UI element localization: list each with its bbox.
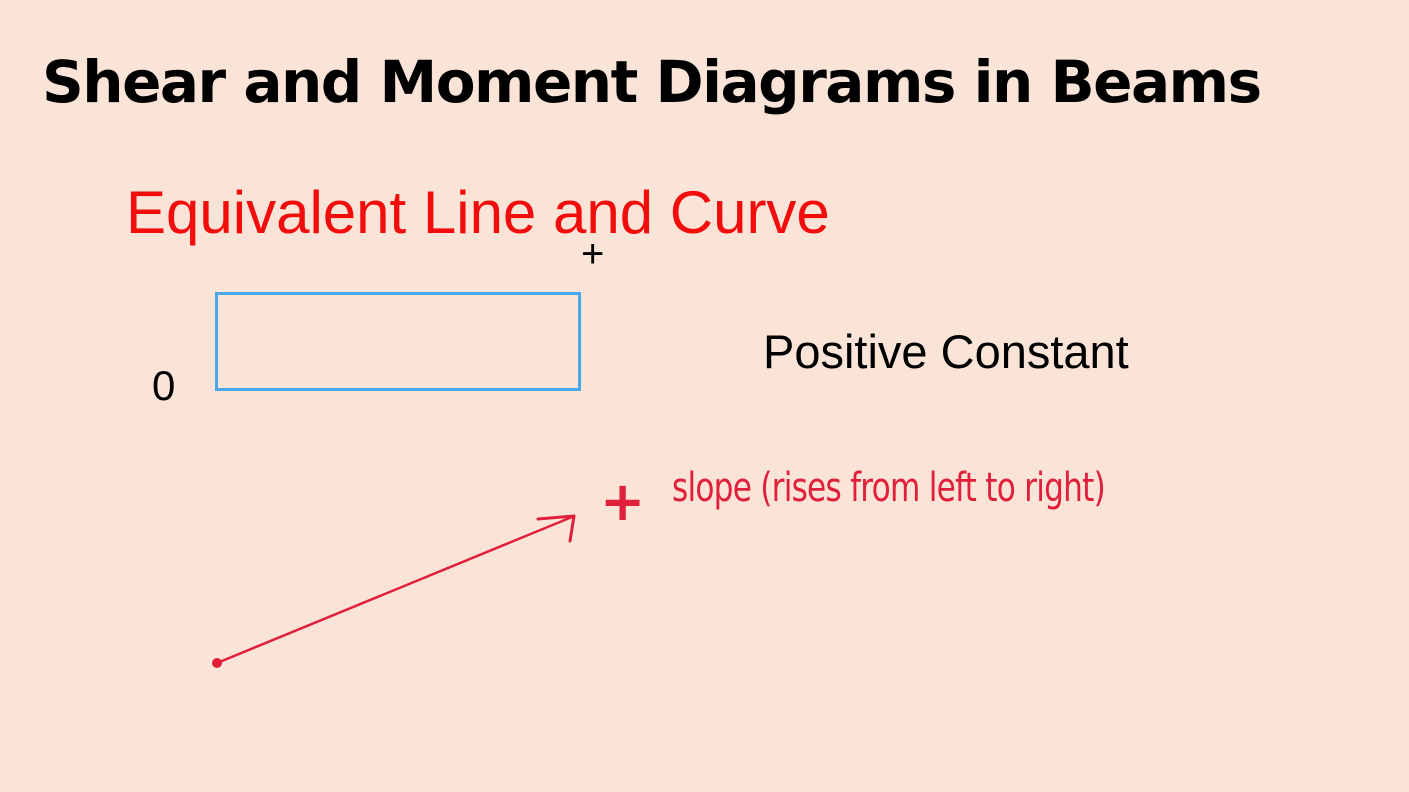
moment-start-point xyxy=(212,658,222,668)
shear-description: Positive Constant xyxy=(763,325,1129,378)
moment-slope-line xyxy=(215,515,574,665)
shear-plus-label: + xyxy=(581,232,605,276)
slide-subtitle: Equivalent Line and Curve xyxy=(126,179,830,246)
slope-plus-mark: + xyxy=(600,470,646,533)
slide-title: Shear and Moment Diagrams in Beams xyxy=(42,48,1262,116)
slope-note: slope (rises from left to right) xyxy=(672,465,1106,511)
shear-zero-label: 0 xyxy=(152,362,176,409)
moment-arrowhead xyxy=(536,514,576,543)
shear-diagram-rectangle xyxy=(215,292,581,391)
